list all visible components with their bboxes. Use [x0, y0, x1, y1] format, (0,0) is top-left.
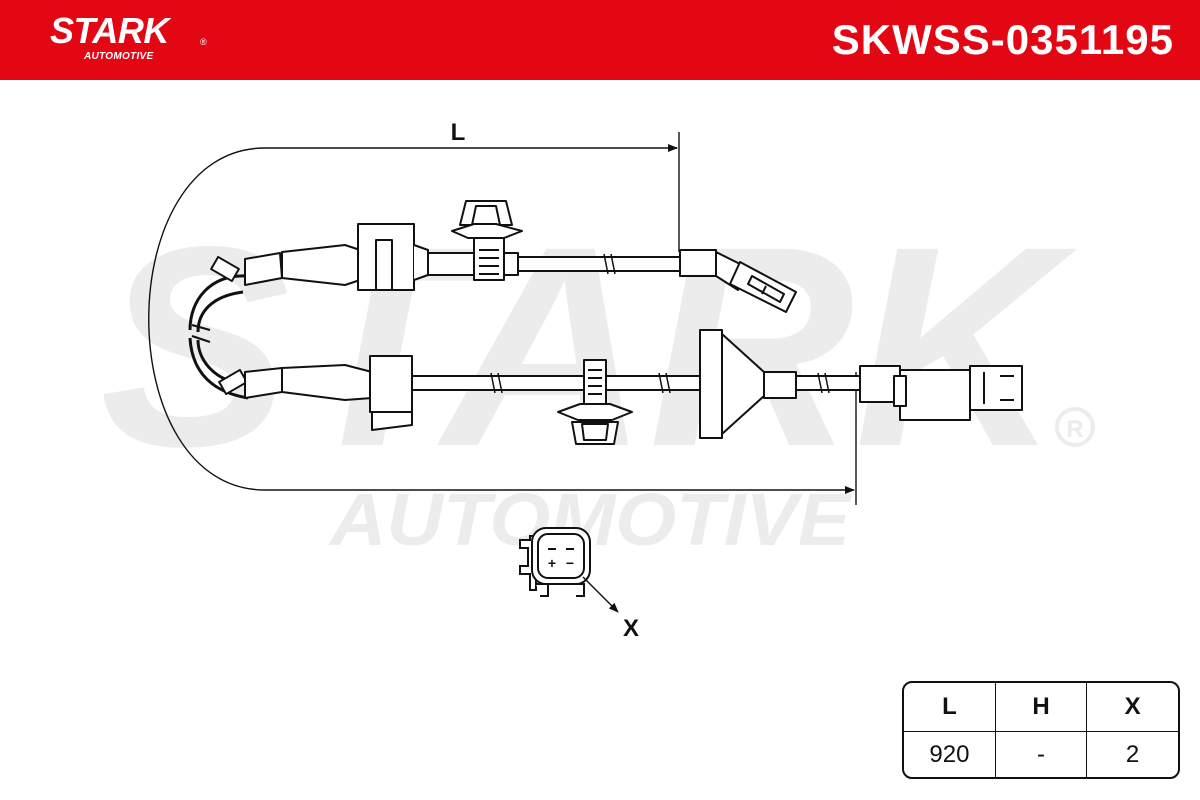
part-number: SKWSS-0351195 [831, 16, 1174, 63]
spec-table-header-row: L H X [904, 683, 1178, 732]
connector-label: X [623, 615, 639, 642]
spec-value-x: 2 [1086, 731, 1178, 777]
brand-logo: STARK ® AUTOMOTIVE [50, 10, 207, 63]
spec-header-x: X [1086, 683, 1178, 732]
spec-header-h: H [994, 683, 1088, 732]
brand-logo-registered: ® [200, 37, 207, 47]
spec-table-value-row: 920 - 2 [904, 731, 1178, 777]
length-dimension [148, 132, 857, 505]
connector-minus-symbol: − [566, 555, 574, 571]
sensor-cable [188, 200, 1023, 445]
spec-header-l: L [904, 683, 996, 732]
brand-logo-name: STARK [50, 10, 169, 51]
svg-text:R: R [1066, 416, 1083, 443]
connector-face-view [519, 527, 619, 613]
brand-logo-sub: AUTOMOTIVE [84, 51, 154, 62]
header-bar: STARK ® AUTOMOTIVE SKWSS-0351195 [0, 0, 1200, 80]
spec-value-l: 920 [904, 731, 996, 777]
spec-value-h: - [994, 731, 1088, 777]
connector-plus-symbol: + [548, 555, 556, 571]
spec-table: L H X 920 - 2 [902, 681, 1180, 779]
length-label: L [451, 119, 466, 146]
